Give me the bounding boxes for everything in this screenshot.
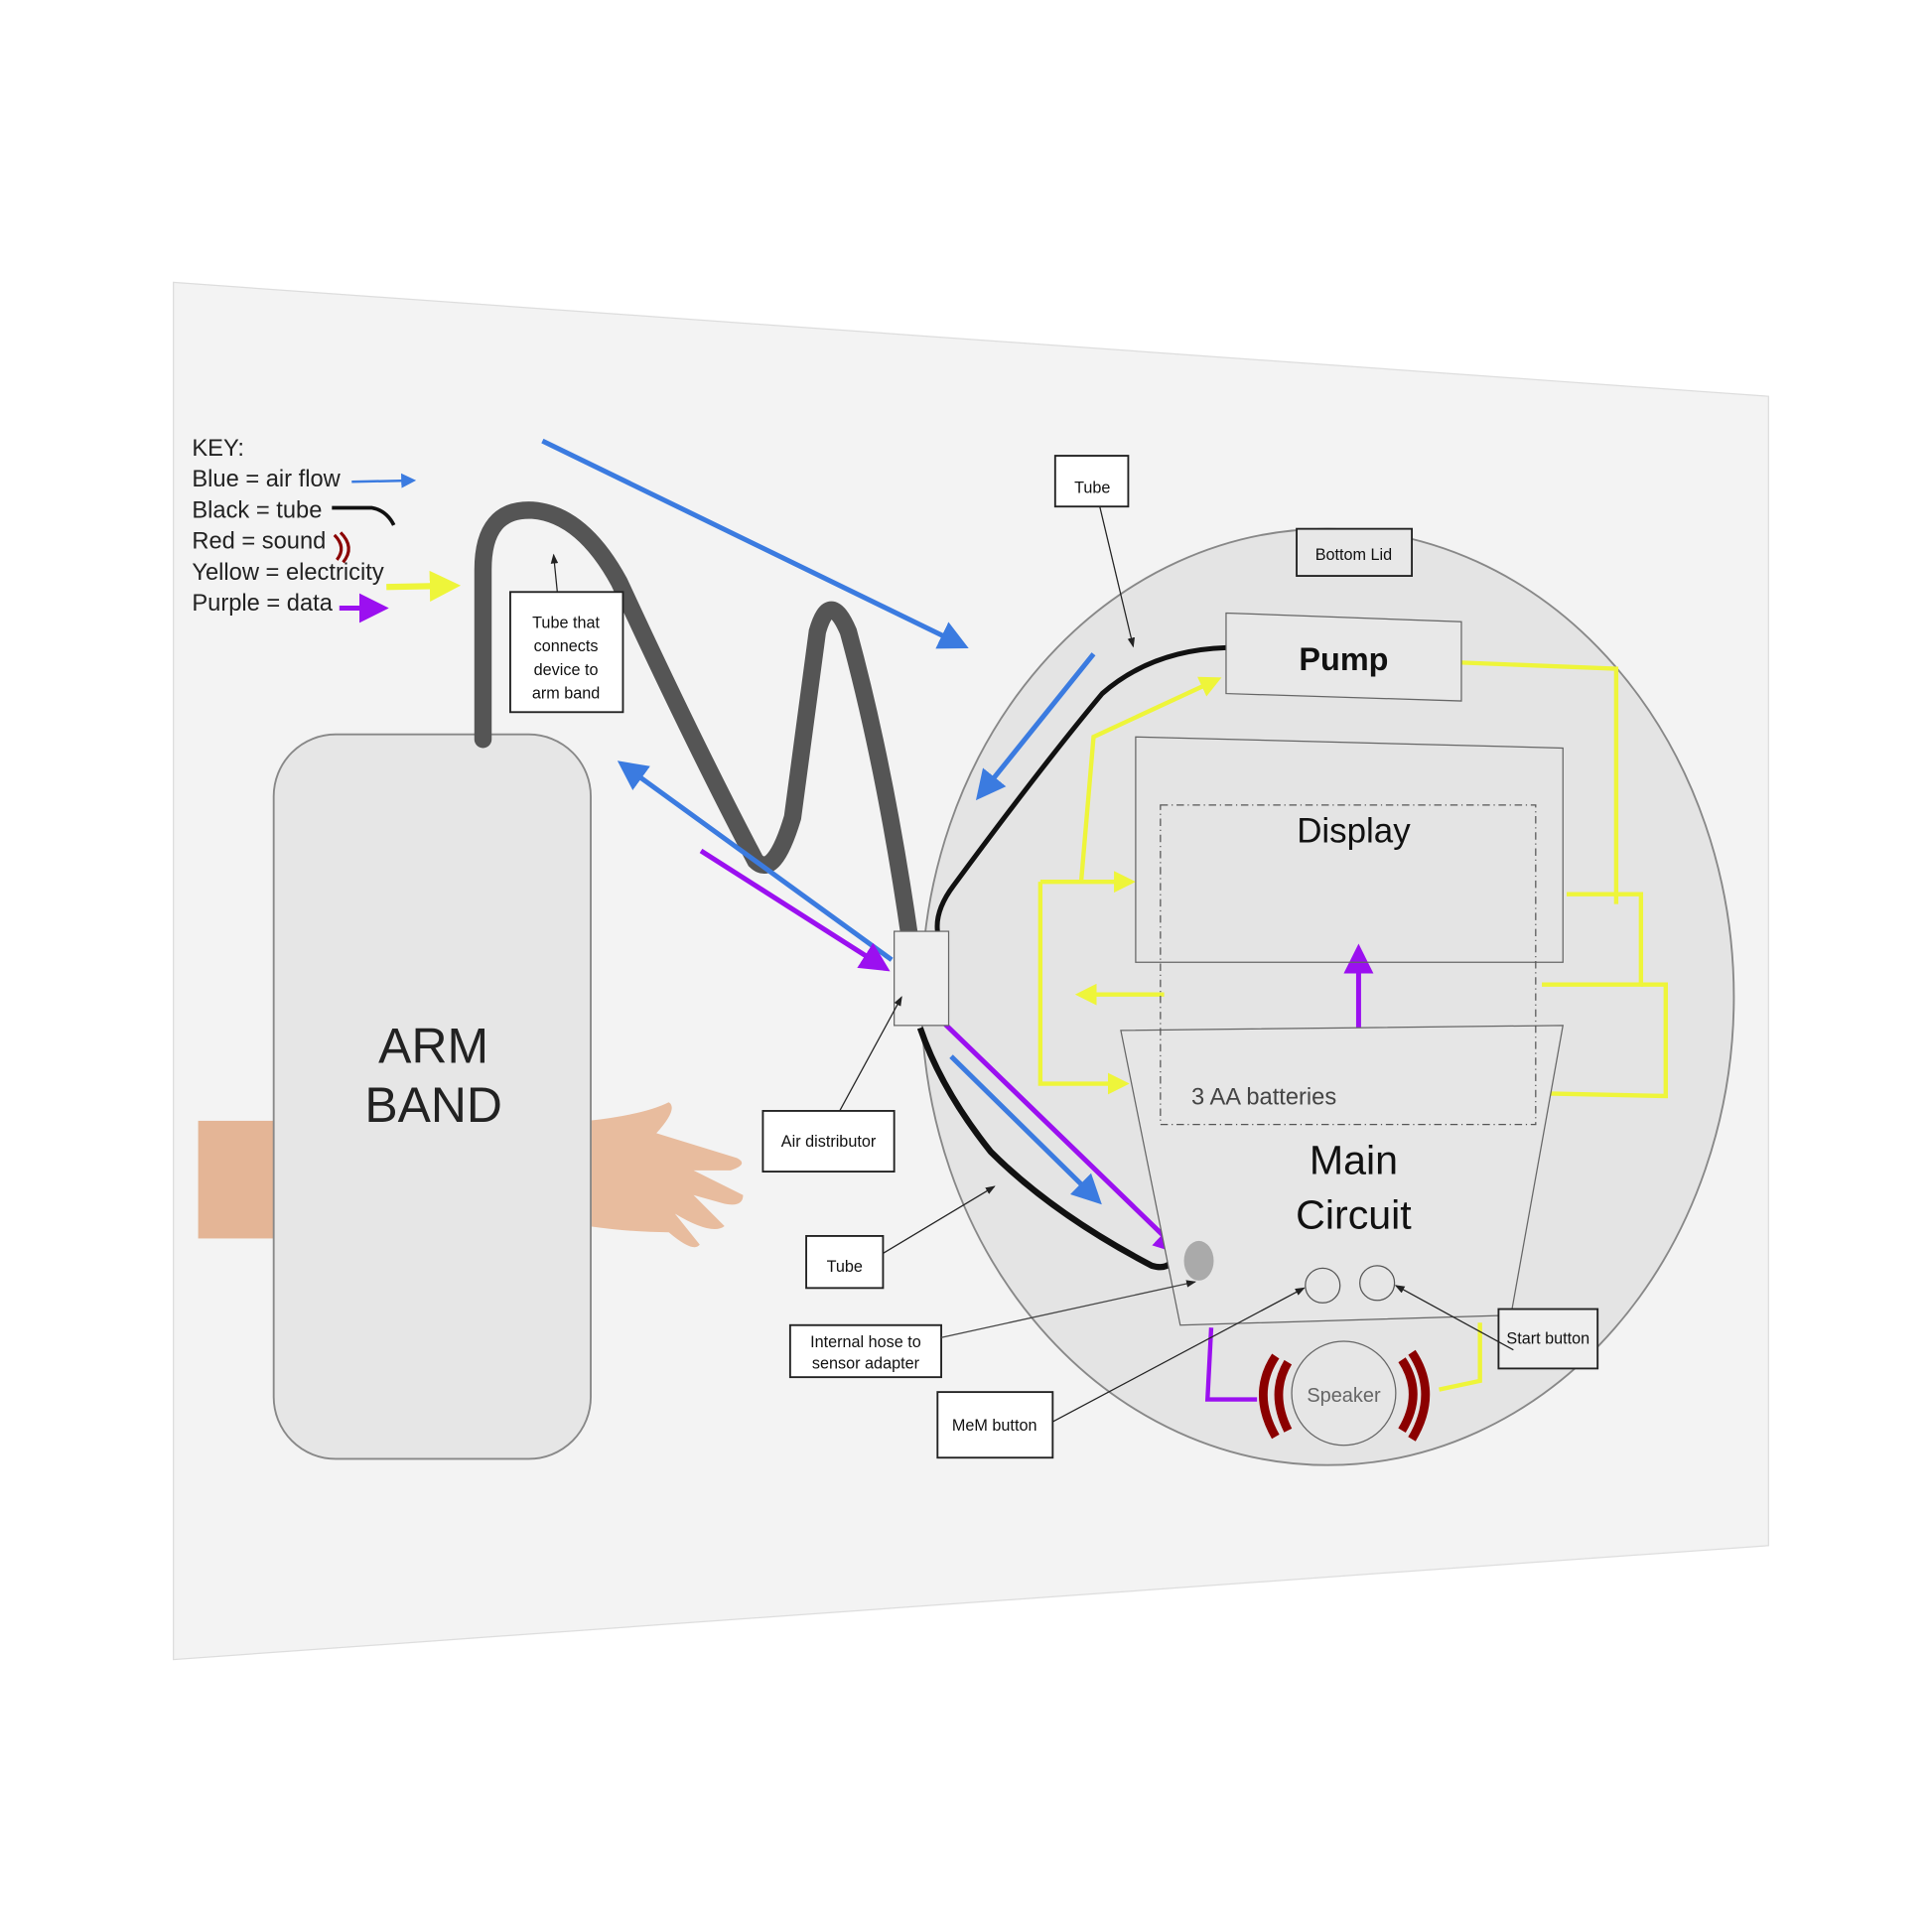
legend-data: Purple = data xyxy=(192,591,333,617)
legend-tube: Black = tube xyxy=(192,497,322,523)
svg-text:Tube that: Tube that xyxy=(532,614,600,631)
arm-band-label-1: ARM xyxy=(378,1018,488,1073)
arm-band xyxy=(272,733,592,1460)
svg-text:Tube: Tube xyxy=(827,1258,863,1276)
legend-blue-arrow xyxy=(351,473,417,488)
display-label: Display xyxy=(1297,811,1411,850)
callout-mem-button: MeM button xyxy=(936,1287,1306,1459)
arm-image xyxy=(198,1120,279,1239)
svg-text:Internal hose to: Internal hose to xyxy=(810,1333,921,1351)
speaker xyxy=(1291,1340,1397,1447)
legend-title: KEY: xyxy=(192,436,244,462)
airflow-arrow xyxy=(975,652,1096,801)
external-tube xyxy=(474,501,919,950)
hand-image xyxy=(588,1102,744,1248)
callout-tube-connects: Tube that connects device to arm band xyxy=(509,553,624,714)
batteries-compartment xyxy=(1160,804,1537,1126)
legend-black-tube xyxy=(332,505,396,526)
callout-tube-top: Tube xyxy=(1053,455,1136,648)
sound-waves-icon xyxy=(1259,1349,1431,1442)
svg-text:connects: connects xyxy=(534,637,599,655)
callout-internal-hose: Internal hose to sensor adapter xyxy=(788,1280,1196,1379)
callout-bottom-lid: Bottom Lid xyxy=(1296,527,1414,577)
main-circuit-label-2: Circuit xyxy=(1296,1191,1412,1237)
svg-text:sensor adapter: sensor adapter xyxy=(812,1354,920,1372)
svg-text:Tube: Tube xyxy=(1074,479,1110,496)
speaker-data-wire xyxy=(1204,1327,1258,1402)
legend-sound: Red = sound xyxy=(192,529,326,555)
svg-text:arm band: arm band xyxy=(532,685,600,703)
svg-text:Bottom Lid: Bottom Lid xyxy=(1315,546,1392,564)
data-arrow xyxy=(936,1016,1184,1256)
legend-yellow-arrow xyxy=(386,570,462,603)
airflow-arrow xyxy=(617,760,894,962)
internal-tube-top xyxy=(934,644,1227,932)
data-arrow xyxy=(699,848,891,972)
batteries-label: 3 AA batteries xyxy=(1191,1085,1336,1111)
internal-tube-bottom xyxy=(916,1027,1173,1271)
arm-band-label-2: BAND xyxy=(364,1077,502,1133)
callout-start-button: Start button xyxy=(1394,1285,1599,1370)
speaker-label: Speaker xyxy=(1307,1385,1381,1407)
legend: KEY: Blue = air flow Black = tube Red = … xyxy=(192,436,462,623)
airflow-arrow xyxy=(541,438,969,649)
electric-wiring xyxy=(1037,660,1668,1392)
callout-tube-bottom: Tube xyxy=(805,1185,996,1290)
sensor-adapter xyxy=(1183,1240,1214,1281)
start-button[interactable] xyxy=(1359,1265,1396,1302)
pump-label: Pump xyxy=(1299,641,1388,677)
callout-air-distributor: Air distributor xyxy=(761,996,902,1173)
air-distributor xyxy=(894,930,950,1027)
pump xyxy=(1225,612,1462,702)
svg-text:device to: device to xyxy=(534,661,599,679)
mem-button[interactable] xyxy=(1305,1267,1341,1304)
legend-air-flow: Blue = air flow xyxy=(192,467,341,492)
sound-icon xyxy=(333,531,350,564)
main-circuit-label-1: Main xyxy=(1310,1138,1398,1183)
svg-text:Start button: Start button xyxy=(1506,1329,1589,1347)
svg-text:Air distributor: Air distributor xyxy=(781,1133,877,1151)
legend-electricity: Yellow = electricity xyxy=(192,560,383,586)
display xyxy=(1135,736,1564,963)
airflow-arrow xyxy=(949,1054,1102,1205)
svg-text:MeM button: MeM button xyxy=(952,1417,1037,1435)
